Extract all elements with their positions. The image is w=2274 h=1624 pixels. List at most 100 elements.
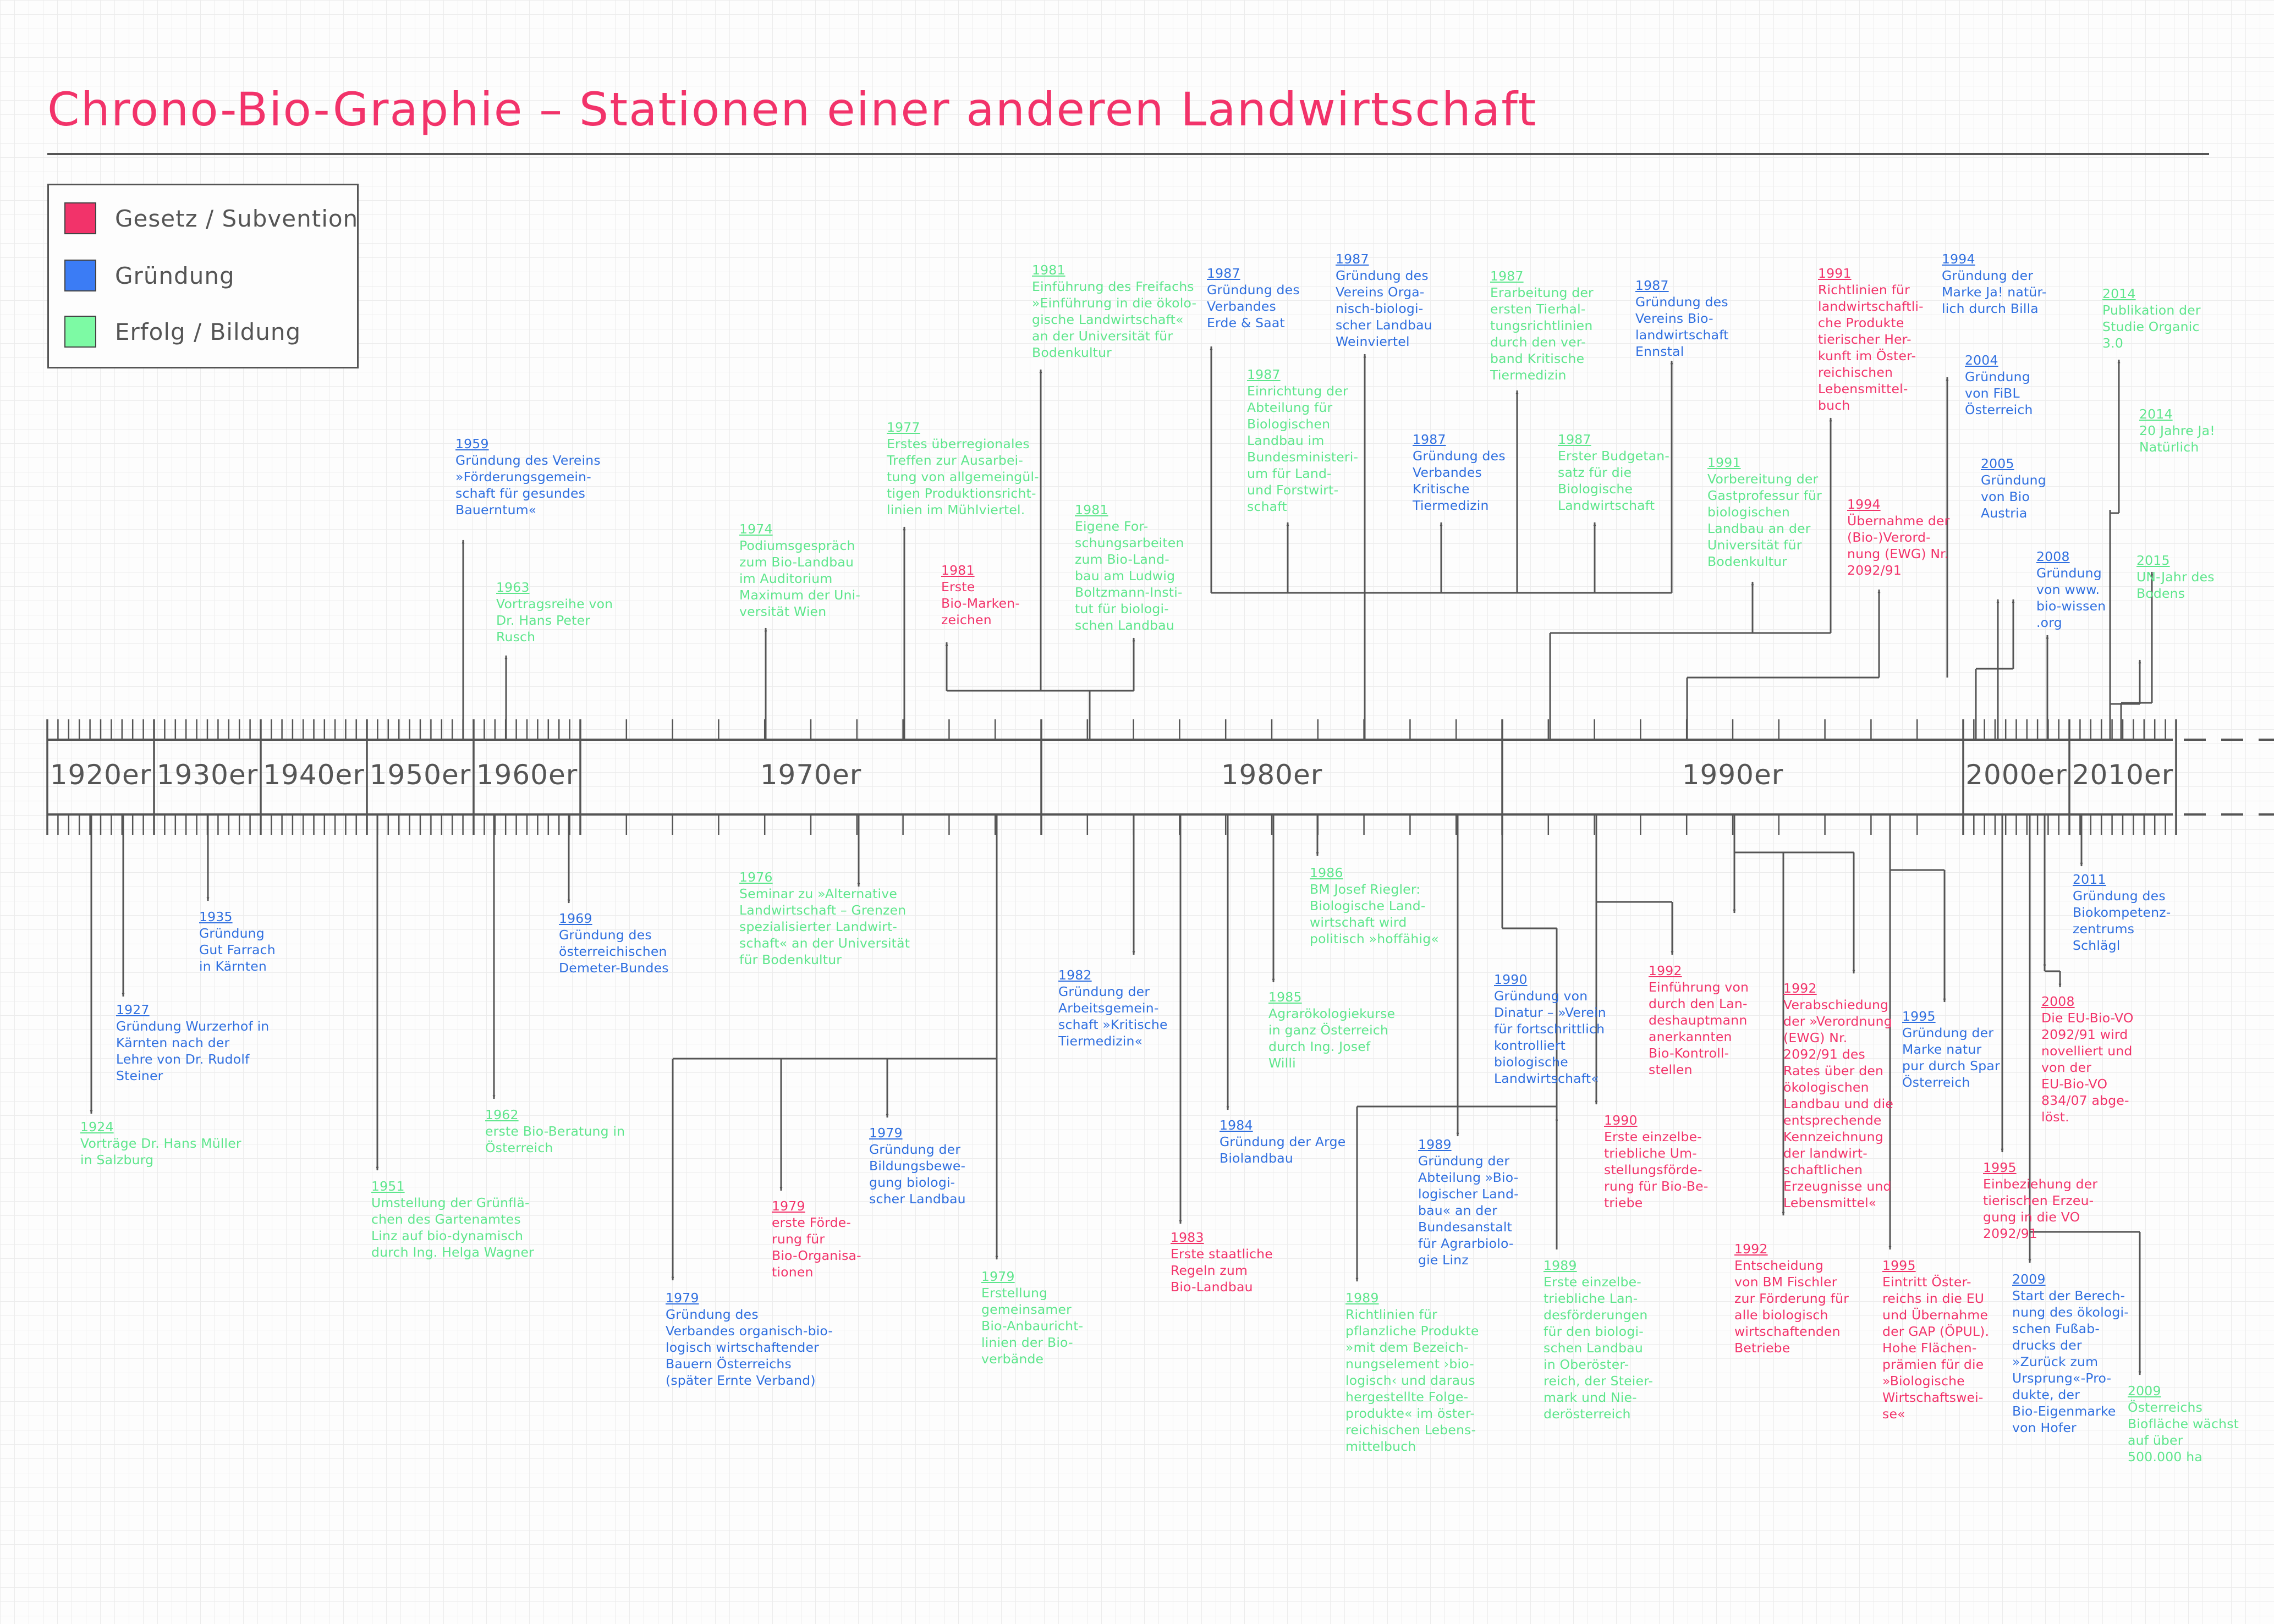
- event-year: 1995: [1882, 1258, 1916, 1273]
- event-text: Richtlinien für landwirtschaftli- che Pr…: [1818, 282, 1924, 413]
- event-text: Entscheidung von BM Fischler zur Förderu…: [1734, 1258, 1849, 1356]
- legend-item-success: Erfolg / Bildung: [64, 315, 301, 348]
- event-year: 1989: [1544, 1258, 1577, 1273]
- event-text: Gründung von Dinatur – »Verein für forts…: [1494, 988, 1606, 1086]
- axis: [46, 719, 2274, 835]
- event-text: BM Josef Riegler: Biologische Land- wirt…: [1310, 882, 1439, 946]
- event-year: 1951: [371, 1179, 405, 1194]
- event-text: Gründung des Verbandes Erde & Saat: [1207, 282, 1300, 331]
- event-year: 2009: [2012, 1271, 2046, 1287]
- event-year: 1992: [1783, 981, 1817, 996]
- event-year: 1979: [772, 1198, 805, 1214]
- event-year: 1974: [739, 521, 773, 537]
- decade-label: 1960er: [476, 759, 578, 791]
- event-year: 1981: [941, 563, 975, 578]
- event-year: 1924: [80, 1119, 114, 1135]
- connectors: [90, 346, 2154, 1375]
- event-text: Gründung von FiBL Österreich: [1965, 369, 2033, 417]
- event-text: Die EU-Bio-VO 2092/91 wird novelliert un…: [2041, 1010, 2134, 1125]
- event-text: Gründung von Bio Austria: [1981, 472, 2046, 521]
- event-text: UN-Jahr des Bodens: [2136, 569, 2215, 601]
- event-year: 1935: [199, 909, 233, 924]
- event-text: Vorbereitung der Gastprofessur für biolo…: [1707, 471, 1822, 569]
- event-text: Gründung der Abteilung »Bio- logischer L…: [1418, 1153, 1519, 1268]
- event-year: 2008: [2041, 994, 2075, 1009]
- event-text: Gründung Gut Farrach in Kärnten: [199, 926, 276, 974]
- event-year: 2014: [2139, 406, 2173, 422]
- event-year: 2004: [1965, 353, 1998, 368]
- event-year: 1982: [1058, 967, 1092, 983]
- event-year: 1987: [1635, 278, 1669, 293]
- success-swatch: [64, 316, 96, 348]
- event-year: 1963: [496, 580, 530, 595]
- event-year: 1979: [869, 1125, 903, 1141]
- event-year: 1987: [1490, 268, 1524, 284]
- decade-label: 1920er: [50, 759, 152, 791]
- event-text: Einführung von durch den Lan- deshauptma…: [1649, 979, 1749, 1077]
- event-text: Erste Bio-Marken- zeichen: [941, 579, 1020, 627]
- event-text: Österreichs Biofläche wächst auf über 50…: [2128, 1400, 2239, 1465]
- event-text: Vortragsreihe von Dr. Hans Peter Rusch: [496, 596, 613, 645]
- event-text: Einrichtung der Abteilung für Biologisch…: [1247, 383, 1359, 514]
- event-year: 1987: [1558, 432, 1591, 447]
- decade-dividers: [46, 719, 2177, 835]
- event-year: 1962: [485, 1107, 519, 1122]
- event-text: Übernahme der (Bio-)Verord- nung (EWG) N…: [1847, 513, 1950, 578]
- event-year: 1979: [666, 1290, 699, 1306]
- event-text: Podiumsgespräch zum Bio-Landbau im Audit…: [739, 538, 861, 619]
- event-text: Publikation der Studie Organic 3.0: [2102, 302, 2201, 351]
- event-year: 1927: [116, 1002, 150, 1017]
- event-year: 1984: [1220, 1117, 1253, 1133]
- event-year: 1995: [1983, 1160, 2017, 1175]
- event-text: Einbeziehung der tierischen Erzeu- gung …: [1983, 1176, 2098, 1241]
- year-ticks: [57, 719, 2166, 835]
- event-text: Erste einzelbe- triebliche Um- stellungs…: [1604, 1129, 1709, 1210]
- event-text: Erste staatliche Regeln zum Bio-Landbau: [1171, 1246, 1273, 1295]
- event-text: Erstellung gemeinsamer Bio-Anbauricht- l…: [981, 1285, 1084, 1367]
- decade-label: 1940er: [263, 759, 365, 791]
- event-text: Erarbeitung der ersten Tierhal- tungsric…: [1490, 285, 1594, 383]
- event-year: 1981: [1075, 502, 1108, 518]
- legend-item-law: Gesetz / Subvention: [64, 202, 358, 235]
- event-year: 2005: [1981, 456, 2014, 471]
- event-text: erste Förde- rung für Bio-Organisa- tion…: [772, 1215, 861, 1280]
- event-text: Vorträge Dr. Hans Müller in Salzburg: [80, 1136, 241, 1168]
- event-year: 1990: [1494, 972, 1528, 987]
- legend: Gesetz / Subvention Gründung Erfolg / Bi…: [47, 184, 359, 368]
- decade-label: 1990er: [1682, 759, 1784, 791]
- law-swatch: [64, 202, 96, 234]
- event-year: 1979: [981, 1269, 1015, 1284]
- event-text: Verabschiedung der »Verordnung (EWG) Nr.…: [1783, 997, 1894, 1210]
- event-year: 1987: [1336, 251, 1369, 267]
- event-year: 1976: [739, 869, 773, 885]
- decade-label: 1970er: [760, 759, 862, 791]
